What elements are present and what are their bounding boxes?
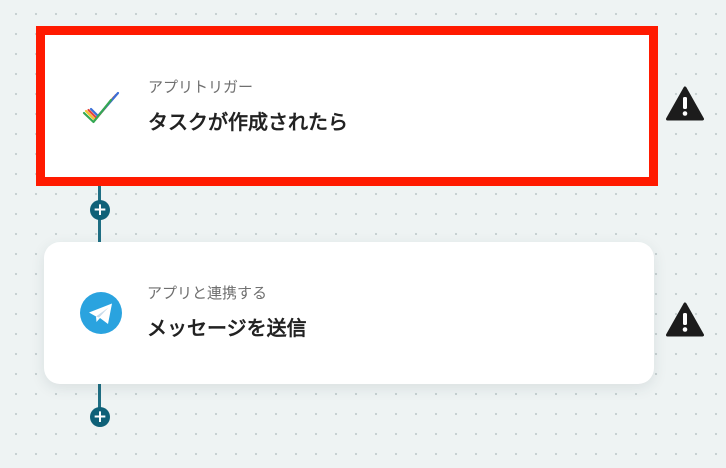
action-step-card[interactable]: アプリと連携する メッセージを送信	[44, 242, 654, 384]
step-type-label: アプリトリガー	[148, 78, 254, 96]
step-title: メッセージを送信	[147, 316, 307, 340]
step-type-label: アプリと連携する	[147, 284, 268, 302]
trigger-step-card[interactable]: アプリトリガー タスクが作成されたら	[36, 26, 658, 186]
warning-icon	[666, 86, 704, 121]
flow-connector-line	[98, 384, 101, 408]
todoist-checkmark-icon	[82, 91, 120, 124]
warning-icon	[666, 302, 704, 337]
add-step-button[interactable]: +	[90, 407, 110, 427]
add-step-button[interactable]: +	[90, 200, 110, 220]
step-title: タスクが作成されたら	[148, 110, 348, 134]
telegram-icon	[80, 292, 122, 334]
